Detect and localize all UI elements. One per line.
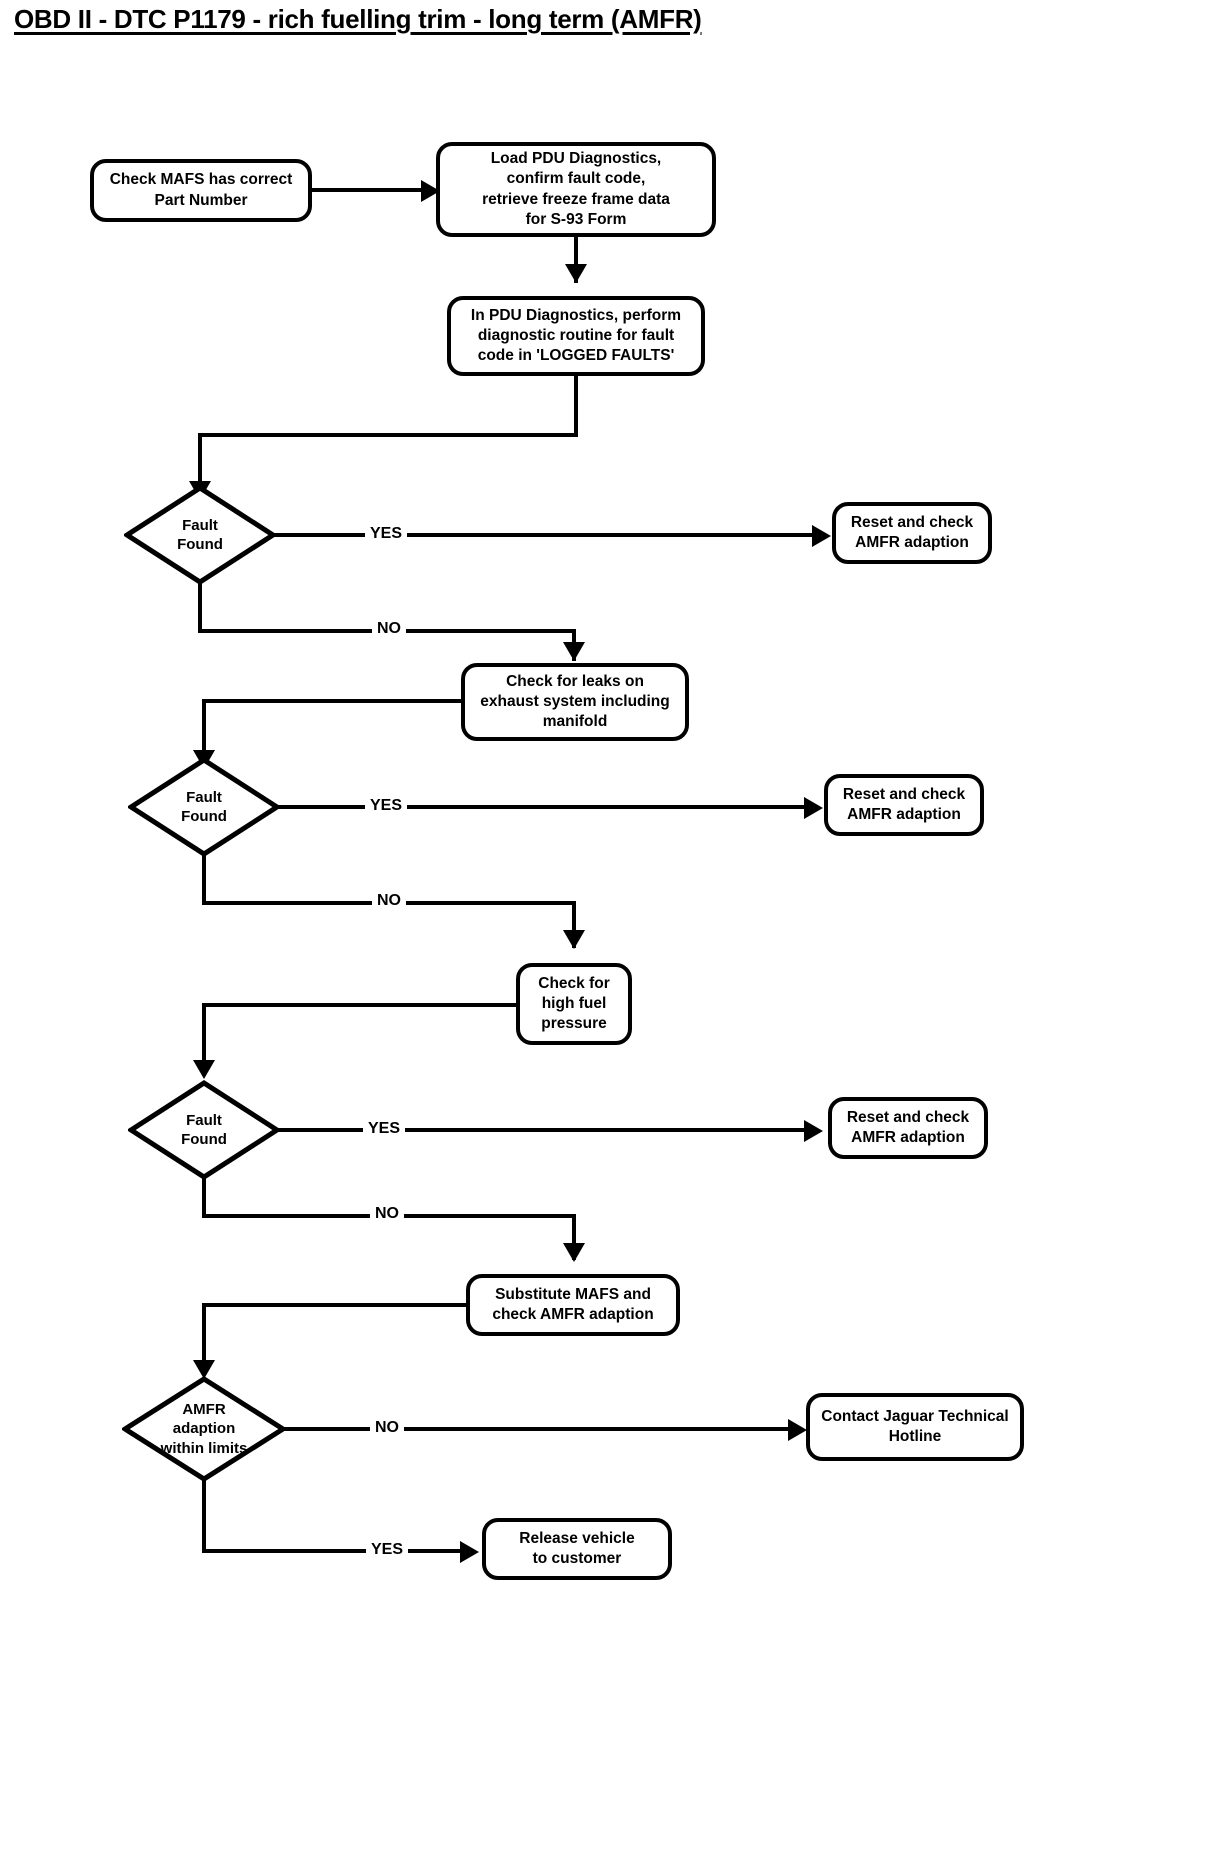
decision-label: Fault Found: [177, 516, 223, 553]
edge-label-no-4: NO: [370, 1420, 404, 1436]
decision-label: Fault Found: [181, 1111, 227, 1148]
diamond-icon: [128, 757, 280, 857]
decision-amfr-adaption-within-limits: AMFR adaption within limits: [122, 1376, 286, 1482]
diamond-icon: [122, 1376, 286, 1482]
edge-n3-d1-seg-down: [574, 376, 578, 433]
edge-d1-yes-line: [272, 533, 818, 537]
edge-d4-yes-arrowhead: [460, 1541, 479, 1563]
node-label: Check MAFS has correct Part Number: [109, 171, 293, 209]
edge-d1-no-seg-down: [198, 583, 202, 633]
node-reset-check-amfr-2: Reset and check AMFR adaption: [824, 774, 984, 836]
node-label: Contact Jaguar Technical Hotline: [821, 1407, 1009, 1445]
edge-label-no-1: NO: [372, 621, 406, 637]
node-release-vehicle: Release vehicle to customer: [482, 1518, 672, 1580]
node-label: Reset and check AMFR adaption: [842, 785, 966, 823]
decision-fault-found-3: Fault Found: [128, 1080, 280, 1180]
edge-d4-no-arrowhead: [788, 1419, 807, 1441]
node-label: Substitute MAFS and check AMFR adaption: [492, 1285, 654, 1323]
edge-n4-d2-seg-drop: [202, 699, 206, 764]
node-check-high-fuel-pressure: Check for high fuel pressure: [516, 963, 632, 1045]
node-label: Check for high fuel pressure: [538, 974, 610, 1033]
edge-d3-yes-line: [276, 1128, 810, 1132]
edge-d3-yes-arrowhead: [804, 1120, 823, 1142]
decision-fault-found-1: Fault Found: [124, 485, 276, 585]
page-title: OBD II - DTC P1179 - rich fuelling trim …: [14, 4, 702, 34]
edge-n5-d3-seg-left: [202, 1003, 520, 1007]
edge-label-yes-4: YES: [366, 1542, 409, 1558]
edge-n3-d1-seg-left: [198, 433, 578, 437]
node-reset-check-amfr-1: Reset and check AMFR adaption: [832, 502, 992, 564]
edge-n5-d3-arrowhead: [193, 1060, 215, 1079]
edge-d4-no-line: [282, 1427, 794, 1431]
node-check-mafs-part-number: Check MAFS has correct Part Number: [90, 159, 312, 222]
node-label: Check for leaks on exhaust system includ…: [480, 672, 670, 731]
edge-d2-yes-arrowhead: [804, 797, 823, 819]
node-contact-jaguar-hotline: Contact Jaguar Technical Hotline: [806, 1393, 1024, 1461]
edge-n4-d2-seg-left: [202, 699, 464, 703]
node-label: In PDU Diagnostics, perform diagnostic r…: [470, 306, 682, 365]
edge-n3-d1-seg-drop: [198, 433, 202, 497]
edge-n1-n2-line: [312, 188, 424, 192]
edge-n6-d4-seg-drop: [202, 1303, 206, 1375]
decision-label: Fault Found: [181, 788, 227, 825]
decision-fault-found-2: Fault Found: [128, 757, 280, 857]
edge-d3-no-arrowhead: [563, 1243, 585, 1262]
edge-n2-n3-line: [574, 237, 578, 283]
edge-d3-no-seg-down: [202, 1178, 206, 1218]
edge-n5-d3-seg-drop: [202, 1003, 206, 1075]
node-substitute-mafs: Substitute MAFS and check AMFR adaption: [466, 1274, 680, 1336]
edge-n1-n2-arrowhead: [421, 180, 440, 202]
edge-d2-no-seg-down: [202, 855, 206, 905]
node-check-exhaust-leaks: Check for leaks on exhaust system includ…: [461, 663, 689, 741]
edge-d4-yes-seg-right: [202, 1549, 464, 1553]
edge-n2-n3-arrowhead: [565, 264, 587, 283]
node-load-pdu-diagnostics: Load PDU Diagnostics, confirm fault code…: [436, 142, 716, 237]
edge-d4-yes-seg-down: [202, 1480, 206, 1553]
node-label: Release vehicle to customer: [519, 1529, 635, 1567]
node-perform-diagnostic-routine: In PDU Diagnostics, perform diagnostic r…: [447, 296, 705, 376]
edge-d1-no-arrowhead: [563, 642, 585, 661]
edge-d1-yes-arrowhead: [812, 525, 831, 547]
node-reset-check-amfr-3: Reset and check AMFR adaption: [828, 1097, 988, 1159]
decision-label: AMFR adaption within limits: [160, 1401, 248, 1457]
edge-d2-no-arrowhead: [563, 930, 585, 949]
edge-d3-no-seg-drop: [572, 1214, 576, 1260]
edge-d2-yes-line: [276, 805, 810, 809]
edge-n6-d4-seg-left: [202, 1303, 470, 1307]
edge-label-yes-1: YES: [365, 526, 408, 542]
edge-n6-d4-arrowhead: [193, 1360, 215, 1379]
diamond-icon: [124, 485, 276, 585]
edge-label-no-3: NO: [370, 1206, 404, 1222]
node-label: Reset and check AMFR adaption: [846, 1108, 970, 1146]
edge-label-no-2: NO: [372, 893, 406, 909]
edge-d2-no-seg-drop: [572, 901, 576, 948]
node-label: Reset and check AMFR adaption: [850, 513, 974, 551]
diamond-icon: [128, 1080, 280, 1180]
edge-label-yes-3: YES: [363, 1121, 406, 1137]
node-label: Load PDU Diagnostics, confirm fault code…: [482, 150, 670, 228]
edge-label-yes-2: YES: [365, 798, 408, 814]
